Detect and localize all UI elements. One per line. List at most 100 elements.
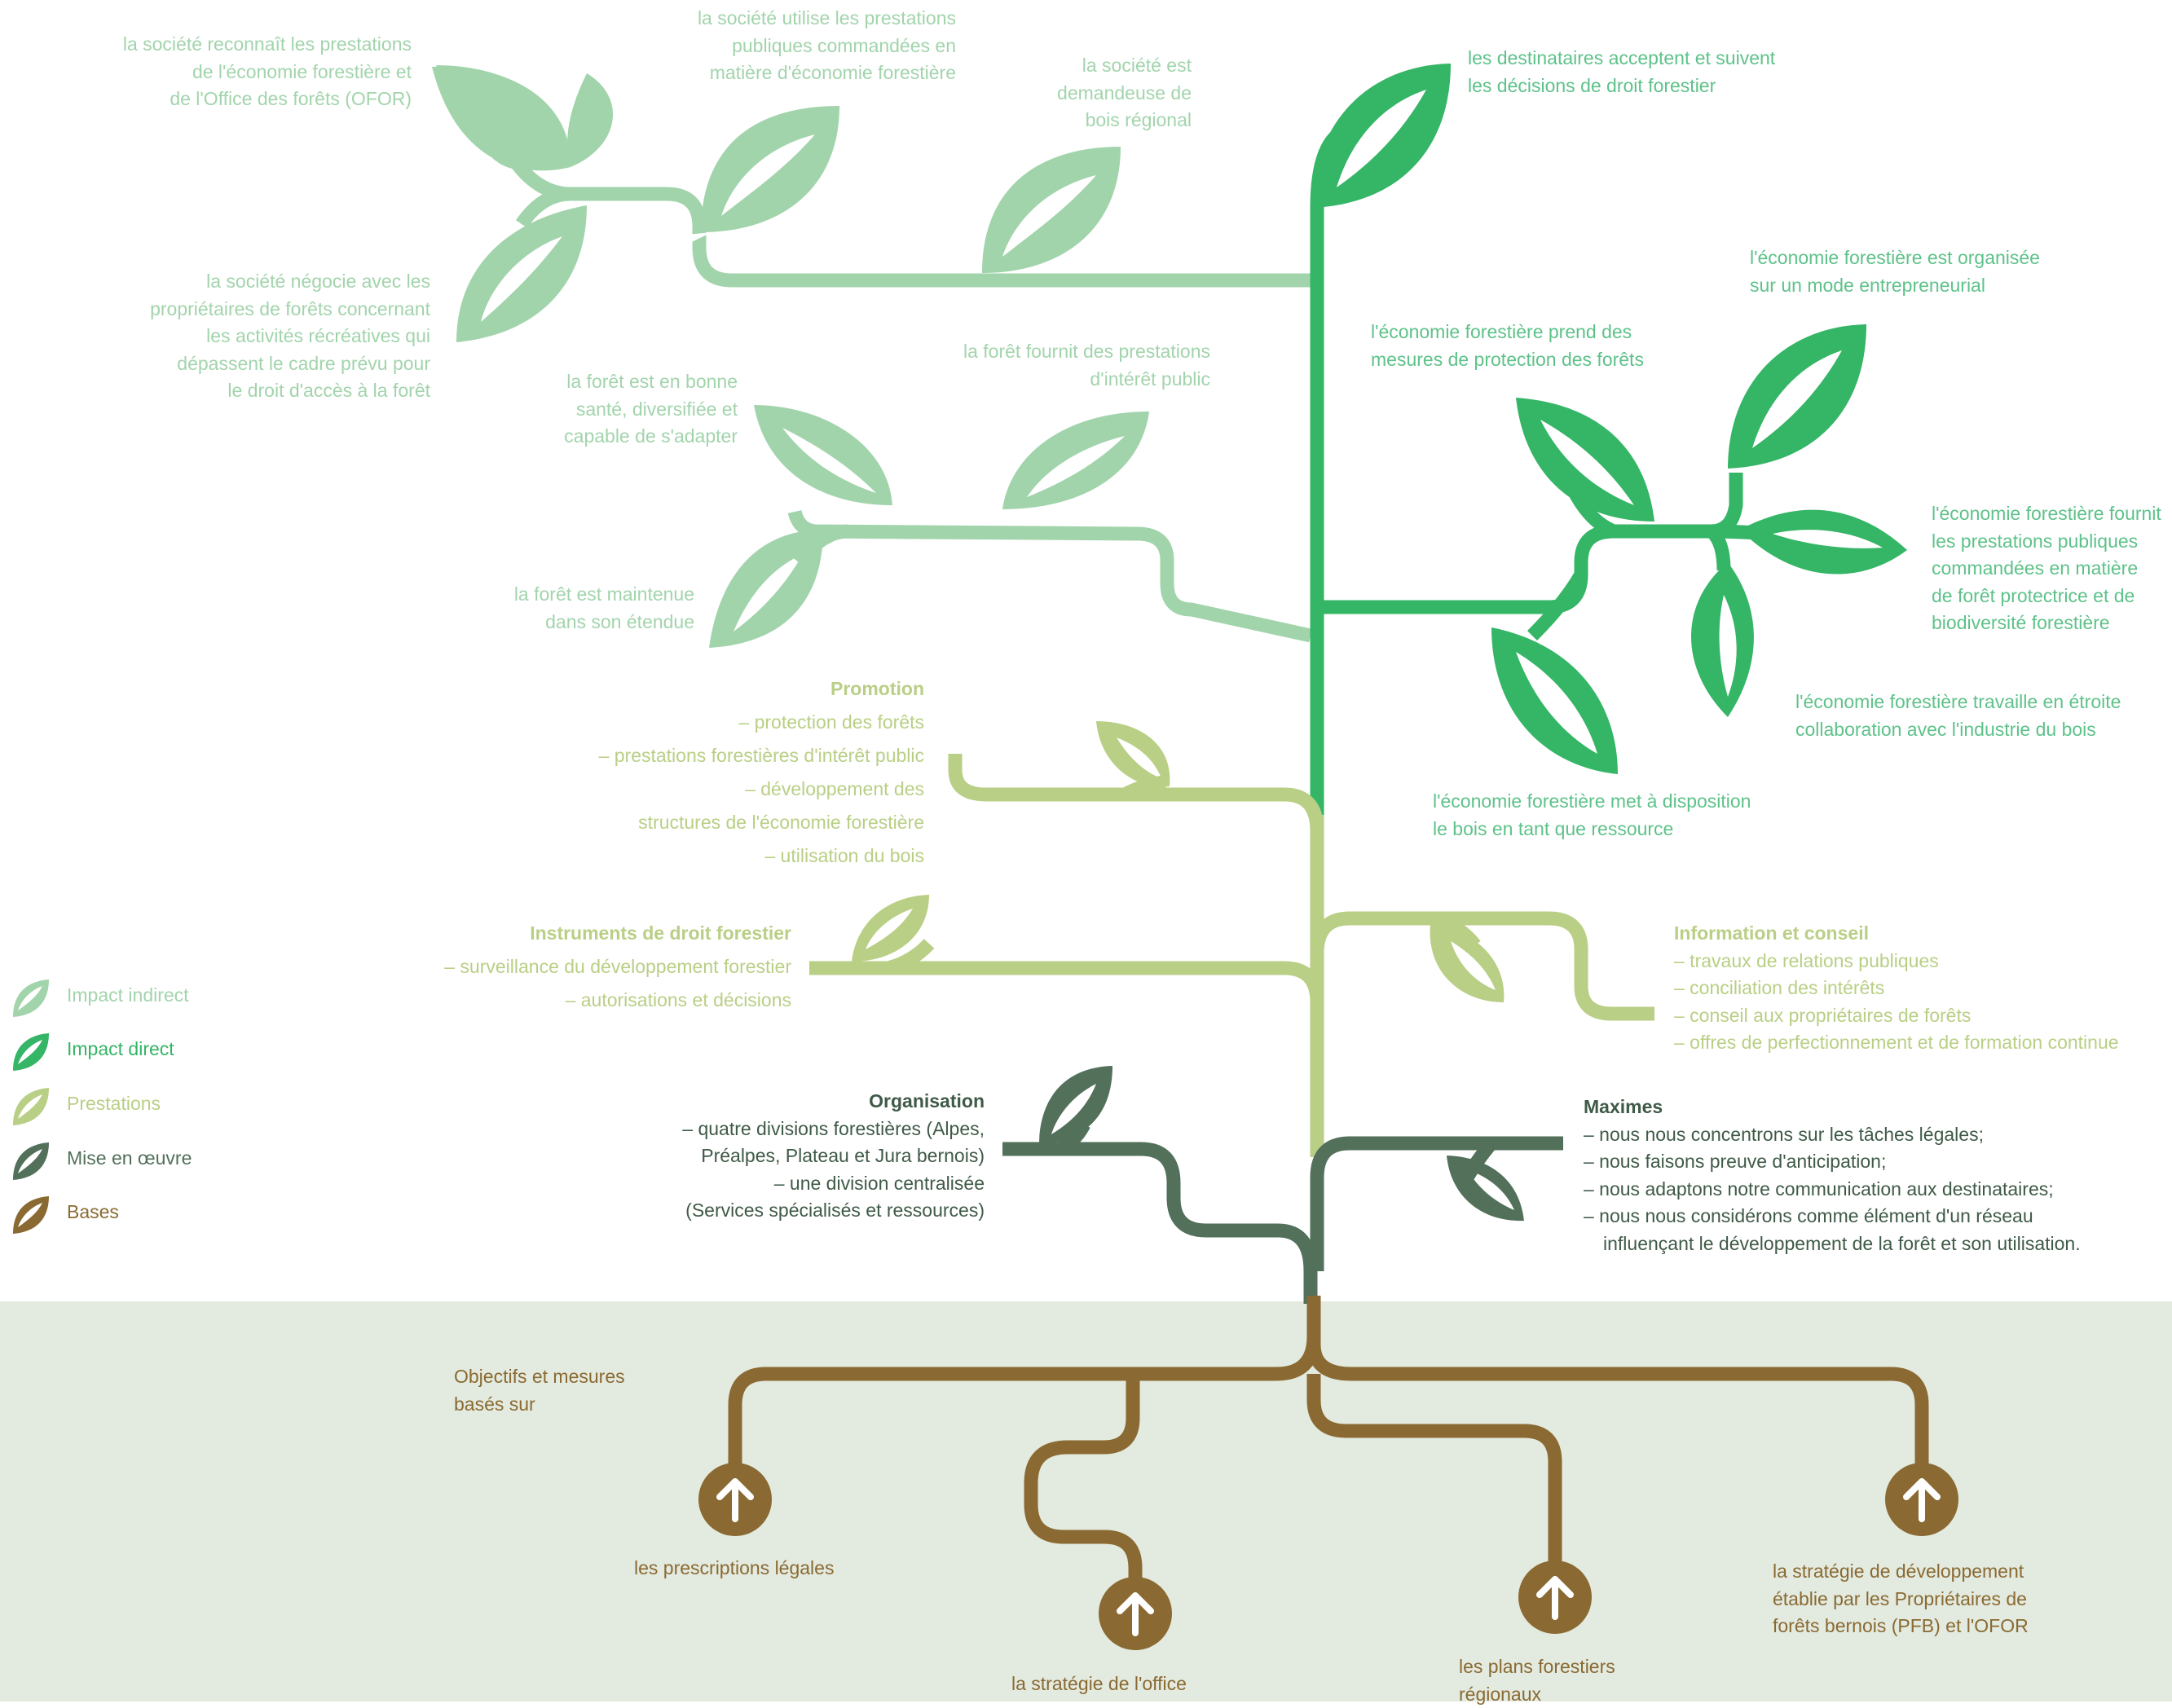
leaf-icon (709, 530, 823, 648)
instruments-item: – surveillance du développement forestie… (444, 950, 791, 984)
promotion-item: structures de l'économie forestière (599, 806, 924, 839)
direct-leaves (1312, 64, 1907, 774)
organisation-item: (Services spécialisés et ressources) (682, 1197, 985, 1225)
leaf-icon (1312, 64, 1451, 208)
text-line: les décisions de droit forestier (1468, 73, 1775, 100)
text-line: de l'économie forestière et (123, 59, 412, 86)
text-line: l'économie forestière fournit (1932, 500, 2161, 528)
text-entrepreneurial: l'économie forestière est organisée sur … (1750, 244, 2040, 299)
bases-intro: Objectifs et mesures basés sur (454, 1363, 625, 1418)
legend-mise-en-oeuvre: Mise en œuvre (10, 1141, 51, 1177)
text-line: publiques commandées en (698, 33, 956, 60)
information-title: Information et conseil (1674, 920, 2119, 948)
text-line: la société négocie avec les (150, 268, 430, 296)
text-utilise: la société utilise les prestations publi… (698, 5, 956, 87)
strategie-dev-arrow-icon (1885, 1463, 1958, 1536)
promotion-item: – développement des (599, 773, 924, 806)
promotion-item: – prestations forestières d'intérêt publ… (599, 739, 924, 773)
plans-arrow-icon (1518, 1561, 1592, 1634)
organisation-block: Organisation – quatre divisions forestiè… (682, 1088, 985, 1225)
promotion-item: – utilisation du bois (599, 839, 924, 873)
maximes-item: – nous nous considérons comme élément d'… (1584, 1203, 2113, 1257)
leaf-icon (1728, 324, 1866, 469)
text-ressource: l'économie forestière met à disposition … (1433, 788, 1751, 843)
organisation-item: – quatre divisions forestières (Alpes, (682, 1116, 985, 1143)
text-line: demandeuse de (1057, 80, 1192, 108)
organisation-item: – une division centralisée (682, 1170, 985, 1198)
promotion-title: Promotion (599, 672, 924, 706)
legend-label: Impact direct (67, 1038, 174, 1060)
leaf-icon (1447, 1156, 1524, 1221)
promotion-item: – protection des forêts (599, 706, 924, 739)
text-line: le droit d'accès à la forêt (150, 377, 430, 405)
instruments-block: Instruments de droit forestier – surveil… (444, 917, 791, 1017)
text-line: biodiversité forestière (1932, 610, 2161, 637)
strategie-office-arrow-icon (1099, 1577, 1172, 1650)
text-line: matière d'économie forestière (698, 59, 956, 87)
text-line: les plans forestiers (1459, 1653, 1615, 1681)
text-line: la société utilise les prestations (698, 5, 956, 33)
text-line: d'intérêt public (963, 366, 1210, 394)
leaf-icon (567, 73, 613, 167)
text-line: la stratégie de l'office (1011, 1671, 1187, 1698)
leaf-icon (1691, 562, 1754, 717)
text-line: les prestations publiques (1932, 528, 2161, 556)
leaf-icon (1491, 627, 1618, 774)
information-block: Information et conseil – travaux de rela… (1674, 920, 2119, 1057)
text-line: l'économie forestière est organisée (1750, 244, 2040, 272)
instruments-title: Instruments de droit forestier (444, 917, 791, 950)
text-prestations-interet: la forêt fournit des prestations d'intér… (963, 338, 1210, 393)
information-item: – conciliation des intérêts (1674, 975, 2119, 1002)
text-line: l'économie forestière prend des (1371, 319, 1644, 346)
text-line: collaboration avec l'industrie du bois (1795, 716, 2121, 744)
text-ofor: la société reconnaît les prestations de … (123, 31, 412, 113)
text-line: de l'Office des forêts (OFOR) (123, 86, 412, 113)
legend-bases: Bases (10, 1195, 51, 1230)
maximes-item: – nous adaptons notre communication aux … (1584, 1176, 2113, 1204)
legend-impact-indirect: Impact indirect (10, 978, 51, 1014)
text-line: Objectifs et mesures (454, 1363, 625, 1391)
text-line: forêts bernois (PFB) et l'OFOR (1773, 1613, 2029, 1640)
leaf-icon (10, 1195, 51, 1235)
legend-label: Bases (67, 1201, 119, 1223)
leaf-icon (701, 106, 839, 232)
leaf-icon (10, 1032, 51, 1072)
text-fournit: l'économie forestière fournit les presta… (1932, 500, 2161, 637)
text-line: les activités récréatives qui (150, 323, 430, 350)
text-line: propriétaires de forêts concernant (150, 296, 430, 324)
prescriptions-arrow-icon (698, 1463, 772, 1536)
information-item: – conseil aux propriétaires de forêts (1674, 1002, 2119, 1030)
text-line: les destinataires acceptent et suivent (1468, 45, 1775, 73)
text-bonne-sante: la forêt est en bonne santé, diversifiée… (564, 368, 738, 451)
text-line: régionaux (1459, 1681, 1615, 1708)
text-line: le bois en tant que ressource (1433, 816, 1751, 843)
maximes-item: – nous faisons preuve d'anticipation; (1584, 1148, 2113, 1176)
organisation-title: Organisation (682, 1088, 985, 1116)
leaf-icon (1002, 412, 1149, 509)
leaf-icon (10, 1141, 51, 1182)
leaf-icon (1740, 510, 1907, 574)
text-line: commandées en matière (1932, 555, 2161, 583)
text-strategie-dev: la stratégie de développement établie pa… (1773, 1558, 2029, 1640)
text-line: santé, diversifiée et (564, 396, 738, 424)
text-line: bois régional (1057, 107, 1192, 134)
text-line: sur un mode entrepreneurial (1750, 272, 2040, 300)
information-item: – offres de perfectionnement et de forma… (1674, 1029, 2119, 1057)
leaf-icon (575, 232, 713, 346)
leaf-icon (1039, 1066, 1112, 1145)
text-demandeuse: la société est demandeuse de bois région… (1057, 52, 1192, 134)
leaf-icon (1430, 925, 1505, 1002)
text-line: la stratégie de développement (1773, 1558, 2029, 1586)
root-arrows (698, 1463, 1958, 1650)
legend-label: Mise en œuvre (67, 1147, 192, 1169)
leaf-icon (10, 1086, 51, 1127)
leaf-icon (754, 405, 892, 505)
text-prescriptions: les prescriptions légales (634, 1555, 834, 1583)
legend-label: Prestations (67, 1093, 161, 1115)
text-line: capable de s'adapter (564, 423, 738, 451)
text-destinataires: les destinataires acceptent et suivent l… (1468, 45, 1775, 99)
text-line: de forêt protectrice et de (1932, 583, 2161, 610)
information-item: – travaux de relations publiques (1674, 948, 2119, 975)
text-plans: les plans forestiers régionaux (1459, 1653, 1615, 1708)
organisation-item: Préalpes, Plateau et Jura bernois) (682, 1142, 985, 1170)
